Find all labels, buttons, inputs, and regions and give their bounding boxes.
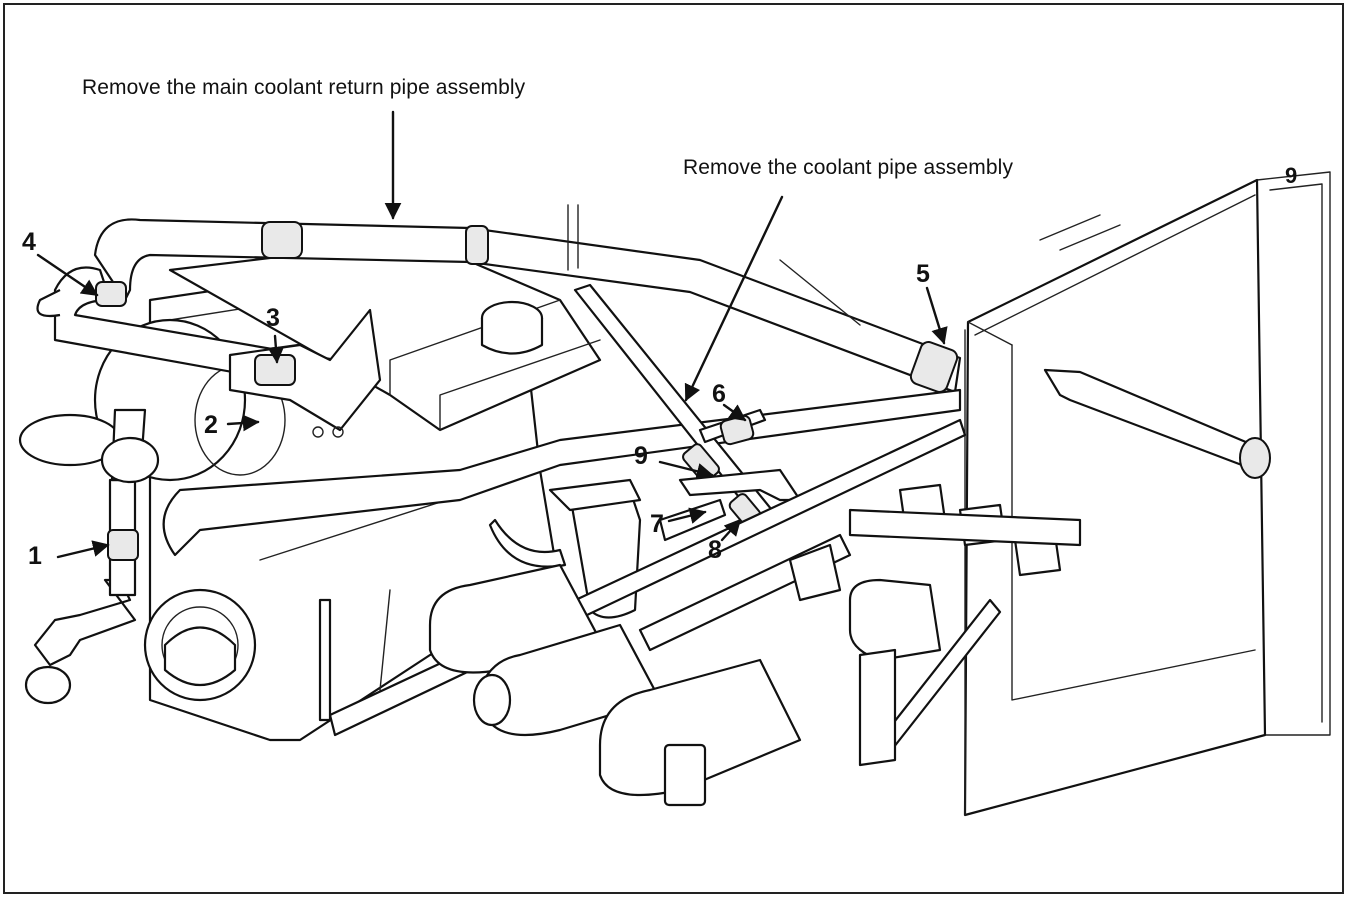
callout-3: 3 — [266, 304, 280, 332]
arrow-2 — [226, 414, 260, 432]
radiator-housing — [963, 171, 1331, 817]
arrow-4 — [36, 253, 99, 297]
arrow-8 — [720, 518, 742, 542]
callout-5: 5 — [916, 260, 930, 288]
callout-6: 6 — [712, 380, 726, 408]
arrow-3 — [267, 334, 285, 364]
pump-cylinders — [428, 563, 942, 807]
arrow-7 — [667, 507, 707, 524]
arrow-6 — [722, 403, 747, 422]
lower-loop-pipe — [162, 368, 1271, 557]
left-lower-pipes — [24, 408, 160, 705]
callout-4: 4 — [22, 228, 36, 256]
callout-9: 9 — [634, 442, 648, 470]
caption-main-coolant-return: Remove the main coolant return pipe asse… — [82, 76, 526, 99]
callout-7: 7 — [650, 510, 664, 538]
background-lines — [567, 204, 1121, 326]
arrow-5 — [925, 286, 948, 345]
arrow-9 — [658, 460, 714, 480]
callout-1: 1 — [28, 542, 42, 570]
callout-8: 8 — [708, 536, 722, 564]
arrow-coolant-pipe — [684, 195, 784, 402]
elbow-assembly — [228, 308, 382, 438]
callout-arrows — [36, 110, 948, 559]
callout-9-corner: 9 — [1285, 163, 1298, 188]
valve-blocks — [848, 483, 1082, 767]
callout-2: 2 — [204, 411, 218, 439]
arrow-1 — [56, 540, 110, 559]
caption-coolant-pipe: Remove the coolant pipe assembly — [683, 156, 1014, 179]
